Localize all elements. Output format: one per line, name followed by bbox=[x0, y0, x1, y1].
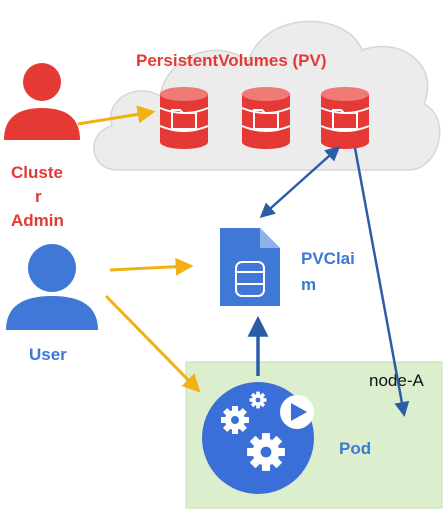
pod-gears-play-icon bbox=[202, 382, 314, 494]
pv-cylinder-icon-1 bbox=[159, 86, 209, 150]
arrow-admin-to-pv bbox=[77, 105, 156, 126]
arrow-user-to-pvclaim bbox=[109, 257, 194, 276]
arrow-pv-pvclaim-binding bbox=[259, 145, 341, 219]
cluster-admin-label-line-3: Admin bbox=[11, 211, 64, 230]
pvclaim-label-line-1: PVClai bbox=[301, 249, 355, 268]
pod-label: Pod bbox=[339, 439, 371, 458]
pv-cylinder-icon-3 bbox=[320, 86, 370, 150]
pv-cylinder-icon-2 bbox=[241, 86, 291, 150]
pv-title: PersistentVolumes (PV) bbox=[136, 51, 327, 70]
cluster-admin-person-icon bbox=[4, 63, 80, 140]
pvclaim-document-icon bbox=[220, 228, 280, 306]
arrow-user-to-pod bbox=[104, 294, 201, 393]
user-person-icon bbox=[6, 244, 98, 330]
user-label: User bbox=[29, 345, 67, 364]
pvclaim-label-line-2: m bbox=[301, 275, 316, 294]
arrow-pv-to-node bbox=[353, 147, 410, 417]
cluster-admin-label-line-2: r bbox=[35, 187, 42, 206]
cluster-admin-label-line-1: Cluste bbox=[11, 163, 63, 182]
